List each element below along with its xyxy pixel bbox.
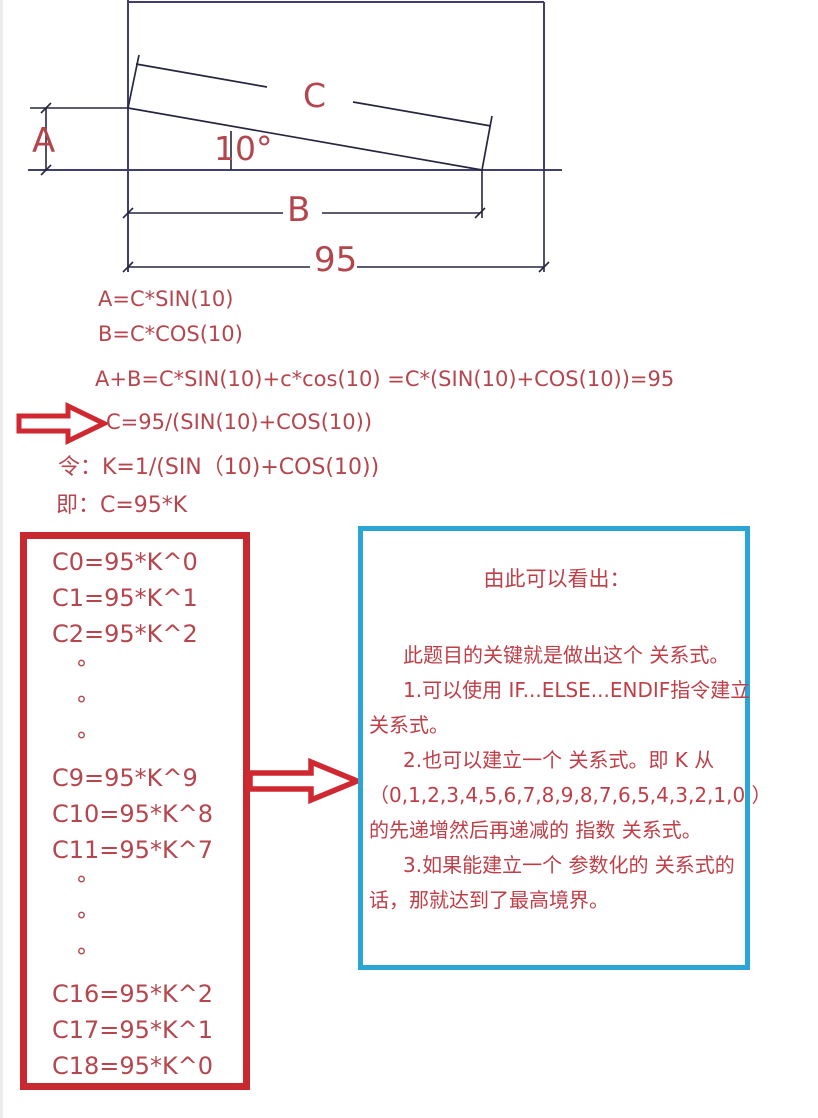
c-value-line: C11=95*K^7 <box>52 836 214 864</box>
block-arrow-icon <box>16 402 108 445</box>
block-arrow-icon <box>247 758 361 804</box>
inclined-bar <box>127 54 493 171</box>
notes-line: （0,1,2,3,4,5,6,7,8,9,8,7,6,5,4,3,2,1,0 ） <box>369 783 772 807</box>
notes-line: 3.如果能建立一个 参数化的 关系式的 <box>403 853 735 877</box>
notes-line: 的先递增然后再递减的 指数 关系式。 <box>369 818 702 842</box>
dimension-label-total: 95 <box>314 240 358 280</box>
formula-c-result: C=95/(SIN(10)+COS(10)) <box>106 410 373 434</box>
dimension-label-c: C <box>303 76 327 115</box>
c-value-line: C0=95*K^0 <box>52 548 198 576</box>
notes-heading: 由此可以看出： <box>483 567 631 591</box>
formula-define-k: 令：K=1/(SIN（10)+COS(10)) <box>58 455 380 480</box>
c-value-line: C2=95*K^2 <box>52 620 198 648</box>
notes-panel: 由此可以看出： 此题目的关键就是做出这个 关系式。 1.可以使用 IF...EL… <box>358 526 772 970</box>
dimension-lines <box>30 102 550 273</box>
c-value-line: C16=95*K^2 <box>52 980 214 1008</box>
c-value-line: C17=95*K^1 <box>52 1016 214 1044</box>
notes-line: 1.可以使用 IF...ELSE...ENDIF指令建立 <box>403 678 751 702</box>
notes-line: 2.也可以建立一个 关系式。即 K 从 <box>403 748 715 772</box>
notes-line: 话，那就达到了最高境界。 <box>369 888 609 912</box>
c-value-line: C18=95*K^0 <box>52 1052 214 1080</box>
angle-label: 10° <box>214 129 273 168</box>
ellipsis-dot: ° <box>76 909 87 934</box>
ellipsis-dot: ° <box>76 657 87 682</box>
ellipsis-dot: ° <box>76 945 87 970</box>
formula-a-plus-b: A+B=C*SIN(10)+c*cos(10) =C*(SIN(10)+COS(… <box>95 367 675 391</box>
ellipsis-dot: ° <box>76 693 87 718</box>
ellipsis-dot: ° <box>76 729 87 754</box>
ellipsis-dot: ° <box>76 873 87 898</box>
c-values-panel: C0=95*K^0 C1=95*K^1 C2=95*K^2 ° ° ° C9=9… <box>20 532 250 1090</box>
dimension-label-a: A <box>32 121 56 161</box>
c-value-line: C10=95*K^8 <box>52 800 214 828</box>
screenshot-edge-strip <box>0 0 3 1118</box>
dimension-label-b: B <box>287 190 311 230</box>
formula-c-equals-95k: 即：C=95*K <box>56 493 188 518</box>
formula-a: A=C*SIN(10) <box>98 287 234 311</box>
dimension-drawing <box>28 0 562 273</box>
c-value-line: C9=95*K^9 <box>52 764 198 792</box>
c-value-line: C1=95*K^1 <box>52 584 198 612</box>
notes-line: 关系式。 <box>369 713 449 737</box>
formula-b: B=C*COS(10) <box>98 322 243 346</box>
notes-line: 此题目的关键就是做出这个 关系式。 <box>403 643 730 667</box>
drawing-frame <box>28 0 562 272</box>
